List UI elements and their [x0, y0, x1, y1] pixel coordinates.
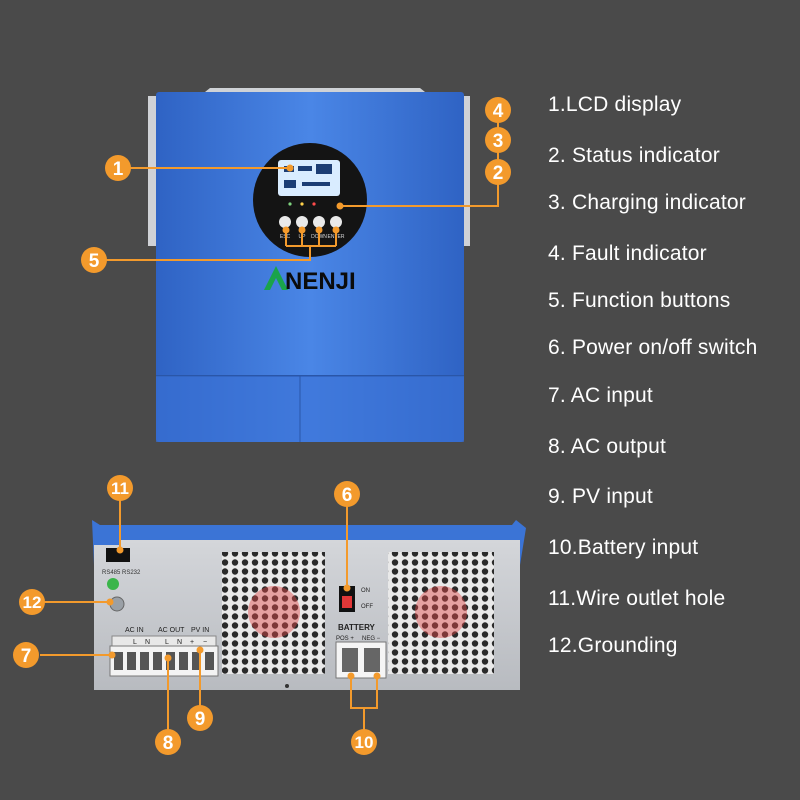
- terminal-screws: [114, 652, 214, 670]
- legend-item-pv-input: 9. PV input: [548, 485, 653, 508]
- battery-pos-label: POS +: [336, 636, 354, 642]
- fan-blade-left: [248, 586, 300, 638]
- enter-button[interactable]: [330, 216, 342, 228]
- callout-badges: 1 4 3 2 5 11 6 12 7 9 8 10: [13, 97, 511, 755]
- svg-text:9: 9: [195, 709, 206, 730]
- comm-port-label: RS485 RS232: [102, 570, 141, 576]
- callout-2: 2: [485, 159, 511, 185]
- callout-12: 12: [19, 589, 45, 615]
- callout-11: 11: [107, 475, 133, 501]
- comm-port: [106, 548, 130, 562]
- ground-symbol-icon: [107, 578, 119, 590]
- legend-item-fault-indicator: 4. Fault indicator: [548, 242, 707, 265]
- front-unit: ESC UP DOWN ENTER NENJI: [148, 88, 470, 442]
- svg-text:8: 8: [163, 733, 174, 754]
- svg-text:3: 3: [493, 131, 504, 152]
- rear-unit: RS485 RS232 ON OFF AC IN AC OUT PV IN L …: [92, 520, 526, 690]
- callout-9: 9: [187, 705, 213, 731]
- callout-8: 8: [155, 729, 181, 755]
- status-leds: [288, 202, 316, 206]
- leader-lines: [40, 112, 499, 730]
- svg-text:10: 10: [355, 733, 374, 752]
- leader-dots: [106, 164, 381, 680]
- legend-item-charging-indicator: 3. Charging indicator: [548, 191, 746, 214]
- ac-out-l: L: [165, 639, 169, 646]
- svg-text:4: 4: [493, 101, 504, 122]
- svg-text:11: 11: [111, 479, 129, 498]
- callout-3: 3: [485, 127, 511, 153]
- svg-text:2: 2: [493, 163, 504, 184]
- legend-item-status-indicator: 2. Status indicator: [548, 144, 720, 167]
- housing-bottom-panel: [156, 376, 464, 442]
- battery-label: BATTERY: [338, 623, 376, 632]
- battery-pos-terminal: [342, 648, 358, 672]
- power-switch-rocker[interactable]: [342, 596, 352, 608]
- panel-screw: [285, 684, 289, 688]
- esc-button[interactable]: [279, 216, 291, 228]
- rear-corner: [94, 525, 120, 545]
- fan-blade-right: [415, 586, 467, 638]
- down-button[interactable]: [313, 216, 325, 228]
- legend-item-battery-input: 10.Battery input: [548, 536, 699, 559]
- fan-grille-right: [388, 552, 494, 674]
- legend-item-power-switch: 6. Power on/off switch: [548, 336, 758, 359]
- battery-neg-terminal: [364, 648, 380, 672]
- legend-item-ac-output: 8. AC output: [548, 435, 666, 458]
- svg-text:6: 6: [342, 485, 353, 506]
- brand-name: NENJI: [285, 268, 356, 295]
- svg-text:12: 12: [23, 593, 42, 612]
- switch-off-label: OFF: [361, 604, 373, 610]
- battery-neg-label: NEG −: [362, 636, 381, 642]
- svg-text:5: 5: [89, 251, 100, 272]
- ac-in-l: L: [133, 639, 137, 646]
- callout-6: 6: [334, 481, 360, 507]
- leader-5: [106, 246, 311, 261]
- ac-out-n: N: [177, 639, 182, 646]
- pv-plus: +: [190, 639, 194, 646]
- legend-item-grounding: 12.Grounding: [548, 634, 678, 657]
- switch-on-label: ON: [361, 588, 370, 594]
- ac-out-label: AC OUT: [158, 627, 185, 634]
- svg-text:1: 1: [113, 159, 124, 180]
- callout-1: 1: [105, 155, 131, 181]
- pv-minus: −: [203, 639, 207, 646]
- brand-logo-mark: [264, 266, 288, 290]
- fan-grille-left: [222, 552, 325, 674]
- callout-5: 5: [81, 247, 107, 273]
- legend-item-lcd-display: 1.LCD display: [548, 93, 682, 116]
- pv-in-label: PV IN: [191, 627, 209, 634]
- ac-in-n: N: [145, 639, 150, 646]
- up-button[interactable]: [296, 216, 308, 228]
- ac-in-label: AC IN: [125, 627, 144, 634]
- side-bracket-right: [460, 96, 470, 246]
- svg-text:7: 7: [21, 646, 32, 667]
- callout-7: 7: [13, 642, 39, 668]
- callout-4: 4: [485, 97, 511, 123]
- callout-10: 10: [351, 729, 377, 755]
- legend-item-wire-outlet-hole: 11.Wire outlet hole: [548, 587, 726, 610]
- front-housing: [156, 92, 464, 442]
- legend-item-function-buttons: 5. Function buttons: [548, 289, 731, 312]
- terminal-label-strip: [111, 635, 217, 647]
- legend-item-ac-input: 7. AC input: [548, 384, 653, 407]
